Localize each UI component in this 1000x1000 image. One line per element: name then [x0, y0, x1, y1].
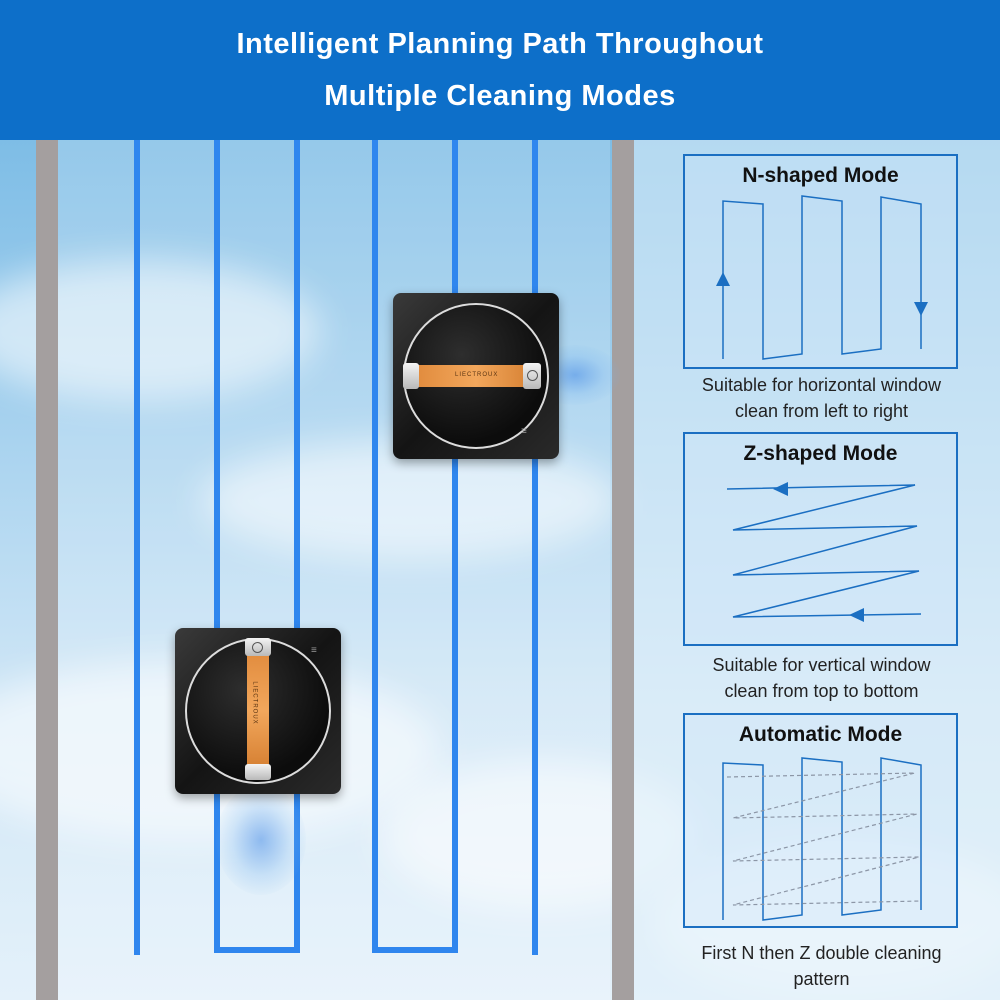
- window-scene: LIECTROUX ≡ LIECTROUX ≡: [0, 140, 1000, 1000]
- header-title-line1: Intelligent Planning Path Throughout: [236, 28, 764, 60]
- robot-brand-label: LIECTROUX: [455, 372, 499, 378]
- automatic-mode-title: Automatic Mode: [738, 723, 903, 746]
- automatic-mode-panel: Automatic Mode: [683, 713, 958, 928]
- window-frame-left: [36, 140, 58, 1000]
- n-shaped-mode-panel: N-shaped Mode: [683, 154, 958, 369]
- power-icon: [527, 370, 538, 381]
- z-path-line: [726, 484, 922, 618]
- n-shaped-mode-caption: Suitable for horizontal window clean fro…: [660, 372, 983, 424]
- robot-handle-cap: [245, 764, 271, 780]
- caption-line: First N then Z double cleaning: [701, 943, 942, 963]
- z-shaped-mode-panel: Z-shaped Mode: [683, 432, 958, 646]
- window-frame-middle: [612, 140, 634, 1000]
- window-robot-horizontal: LIECTROUX ≡: [393, 293, 559, 459]
- robot-handle: [413, 365, 539, 387]
- arrow-down-icon: [914, 302, 928, 316]
- power-icon: [252, 642, 263, 653]
- caption-line: clean from top to bottom: [724, 681, 919, 701]
- n-path-line: [722, 195, 922, 360]
- header-banner: Intelligent Planning Path Throughout Mul…: [0, 0, 1000, 140]
- caption-line: Suitable for horizontal window: [701, 375, 942, 395]
- arrow-left-icon: [773, 482, 788, 496]
- arrow-up-icon: [716, 272, 730, 286]
- cleaning-path-lines: [134, 140, 538, 955]
- water-spray-down: [216, 785, 306, 895]
- n-shaped-mode-title: N-shaped Mode: [742, 164, 899, 187]
- vent-icon: ≡: [521, 426, 527, 437]
- header-title-line2: Multiple Cleaning Modes: [324, 80, 676, 112]
- caption-line: pattern: [793, 969, 850, 989]
- path-line: [372, 140, 458, 953]
- caption-line: clean from left to right: [734, 401, 909, 421]
- window-glass-pane: [58, 140, 610, 1000]
- z-shaped-mode-title: Z-shaped Mode: [743, 442, 898, 465]
- z-shaped-path-diagram: [726, 482, 922, 622]
- robot-handle: [247, 648, 269, 774]
- automatic-path-diagram: [722, 757, 922, 921]
- z-path-dashed-line: [726, 772, 922, 906]
- z-shaped-mode-caption: Suitable for vertical window clean from …: [660, 652, 983, 704]
- caption-line: Suitable for vertical window: [712, 655, 931, 675]
- n-shaped-path-diagram: [716, 195, 928, 360]
- n-path-line: [722, 757, 922, 921]
- path-line: [214, 140, 300, 953]
- cloud: [200, 440, 620, 560]
- window-right-pane: [634, 140, 1000, 1000]
- vent-icon: ≡: [311, 645, 317, 656]
- arrow-left-icon: [849, 608, 864, 622]
- robot-brand-label: LIECTROUX: [251, 681, 258, 725]
- automatic-mode-caption: First N then Z double cleaning pattern: [660, 940, 983, 992]
- window-robot-vertical: LIECTROUX ≡: [175, 628, 341, 794]
- robot-handle-cap: [403, 363, 419, 389]
